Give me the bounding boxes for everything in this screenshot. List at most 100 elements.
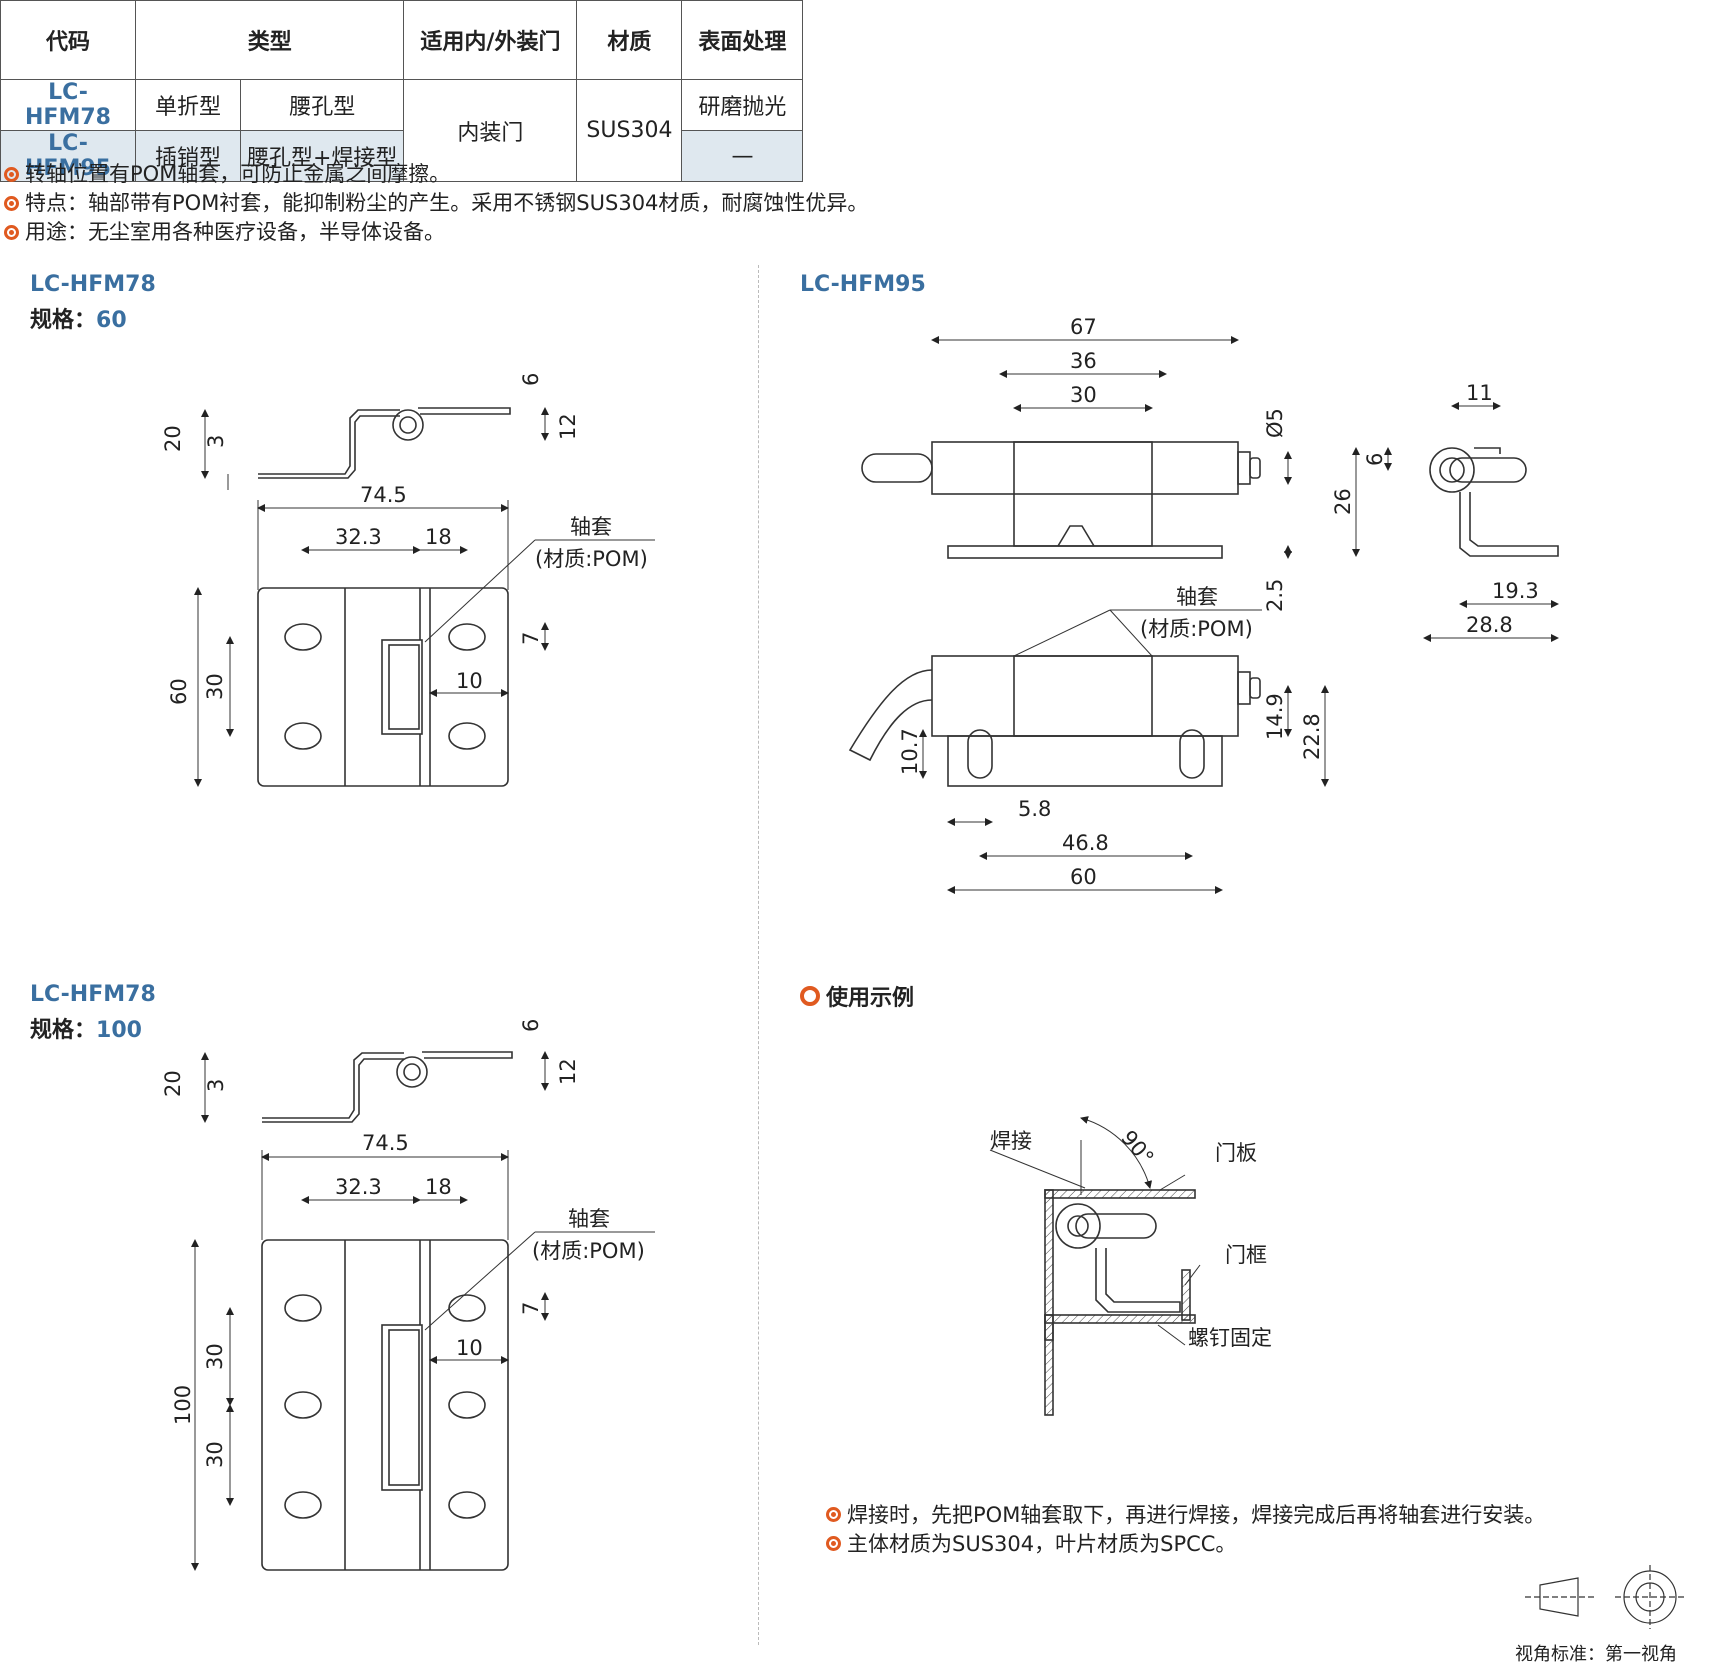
dim-label: 3	[204, 435, 228, 448]
note-item: 焊接时，先把POM轴套取下，再进行焊接，焊接完成后再将轴套进行安装。	[826, 1500, 1545, 1529]
example-label: 焊接	[990, 1129, 1032, 1153]
dim-label: 7	[519, 632, 543, 645]
header-code: 代码	[0, 0, 136, 80]
dim-label: 18	[425, 525, 452, 549]
table-row: LC-HFM78 单折型 腰孔型 内装门 SUS304 研磨抛光	[0, 79, 804, 182]
note-text: 用途：无尘室用各种医疗设备，半导体设备。	[25, 220, 445, 244]
dim-label: 22.8	[1300, 713, 1324, 760]
dim-label: 30	[203, 1343, 227, 1370]
panel3-title: LC-HFM78	[30, 982, 156, 1007]
dim-label: 14.9	[1263, 693, 1287, 740]
hinge95-front-view	[861, 441, 1261, 559]
cell-code: LC-HFM95	[0, 130, 136, 182]
panel3-spec: 规格：100	[30, 1018, 142, 1043]
dim-label: 12	[556, 413, 580, 440]
dim-label: 11	[1466, 381, 1493, 405]
panel-divider	[758, 265, 759, 1645]
dim-label: 轴套	[570, 515, 612, 539]
hinge78-60-side-view	[258, 407, 511, 479]
hinge78-100-side-view	[262, 1051, 513, 1123]
header-surface: 表面处理	[681, 0, 804, 80]
circle-bullet-icon	[800, 986, 820, 1006]
dim-label: 7	[519, 1302, 543, 1315]
dim-label: 32.3	[335, 1175, 382, 1199]
first-angle-projection-icon	[1525, 1565, 1685, 1629]
example-heading: 使用示例	[800, 980, 914, 1012]
example-label: 门框	[1225, 1243, 1267, 1267]
dim-label: 74.5	[360, 483, 407, 507]
dim-label: 6	[519, 373, 543, 386]
cell-material: SUS304	[576, 79, 683, 182]
dim-label: 6	[519, 1019, 543, 1032]
dim-label: 36	[1070, 349, 1097, 373]
bullet-icon	[826, 1507, 841, 1522]
feature-notes: 转轴位置有POM轴套，可防止金属之间摩擦。 特点：轴部带有POM衬套，能抑制粉尘…	[4, 160, 868, 247]
hinge95-side-view	[1429, 447, 1559, 557]
cell-type2: 腰孔型	[239, 79, 405, 131]
dimension-labels: 20 3 6 12 74.5 32.3 18 60 30 7 10 轴套 (材质…	[161, 315, 1539, 1468]
dim-label: 100	[171, 1385, 195, 1425]
dim-label: 10.7	[898, 728, 922, 775]
note-text: 特点：轴部带有POM衬套，能抑制粉尘的产生。采用不锈钢SUS304材质，耐腐蚀性…	[25, 191, 869, 215]
hinge78-100-front-view	[261, 1239, 509, 1571]
dim-label: 30	[1070, 383, 1097, 407]
dim-label: 67	[1070, 315, 1097, 339]
note-item: 主体材质为SUS304，叶片材质为SPCC。	[826, 1529, 1545, 1558]
dim-label: Ø5	[1263, 408, 1287, 438]
note-item: 特点：轴部带有POM衬套，能抑制粉尘的产生。采用不锈钢SUS304材质，耐腐蚀性…	[4, 189, 868, 218]
dim-label: 30	[203, 673, 227, 700]
note-text: 转轴位置有POM轴套，可防止金属之间摩擦。	[25, 162, 451, 186]
dim-label: 60	[1070, 865, 1097, 889]
spec-table: 代码 类型 适用内/外装门 材质 表面处理 LC-HFM78 单折型 腰孔型 内…	[0, 0, 804, 182]
example-notes: 焊接时，先把POM轴套取下，再进行焊接，焊接完成后再将轴套进行安装。 主体材质为…	[826, 1500, 1545, 1558]
example-label: 90°	[1116, 1126, 1158, 1170]
note-item: 用途：无尘室用各种医疗设备，半导体设备。	[4, 218, 868, 247]
cell-surface: —	[681, 130, 804, 182]
hinge78-60-front-view	[257, 587, 509, 787]
dim-label: (材质:POM)	[535, 547, 648, 571]
dim-label: 10	[456, 669, 483, 693]
dim-label: 5.8	[1018, 797, 1051, 821]
cell-type2: 腰孔型+焊接型	[239, 130, 405, 182]
dim-label: 2.5	[1263, 579, 1287, 612]
table-row: LC-HFM95 插销型 腰孔型+焊接型 —	[0, 130, 804, 182]
dim-label: 19.3	[1492, 579, 1539, 603]
panel1-spec: 规格：60	[30, 308, 127, 333]
dim-label: 3	[204, 1079, 228, 1092]
cell-door: 内装门	[403, 79, 578, 182]
bullet-icon	[4, 196, 19, 211]
cell-type1: 单折型	[135, 79, 241, 131]
dim-label: 20	[161, 425, 185, 452]
header-type: 类型	[134, 0, 405, 80]
dim-label: 60	[167, 678, 191, 705]
dim-label: 轴套	[1176, 585, 1218, 609]
dim-label: 20	[161, 1070, 185, 1097]
cell-code: LC-HFM78	[0, 79, 136, 131]
dim-label: 46.8	[1062, 831, 1109, 855]
note-item: 转轴位置有POM轴套，可防止金属之间摩擦。	[4, 160, 868, 189]
dim-label: 轴套	[568, 1207, 610, 1231]
bullet-icon	[4, 167, 19, 182]
dim-label: 6	[1363, 453, 1387, 466]
usage-example-diagram	[1044, 1140, 1196, 1416]
header-material: 材质	[576, 0, 683, 80]
dim-label: 26	[1331, 488, 1355, 515]
example-label: 螺钉固定	[1188, 1326, 1272, 1350]
bullet-icon	[826, 1536, 841, 1551]
dim-label: 18	[425, 1175, 452, 1199]
panel2-title: LC-HFM95	[800, 272, 926, 297]
view-standard: 视角标准：第一视角	[1515, 1644, 1677, 1665]
example-label: 门板	[1215, 1141, 1257, 1165]
dim-label: 74.5	[362, 1131, 409, 1155]
dim-label: 28.8	[1466, 613, 1513, 637]
hinge95-top-view	[848, 655, 1261, 787]
dim-label: 10	[456, 1336, 483, 1360]
cell-type1: 插销型	[135, 130, 241, 182]
dim-label: 32.3	[335, 525, 382, 549]
dim-label: (材质:POM)	[1140, 617, 1253, 641]
cell-surface: 研磨抛光	[681, 79, 804, 131]
dim-label: (材质:POM)	[532, 1239, 645, 1263]
bullet-icon	[4, 225, 19, 240]
dim-label: 30	[203, 1441, 227, 1468]
